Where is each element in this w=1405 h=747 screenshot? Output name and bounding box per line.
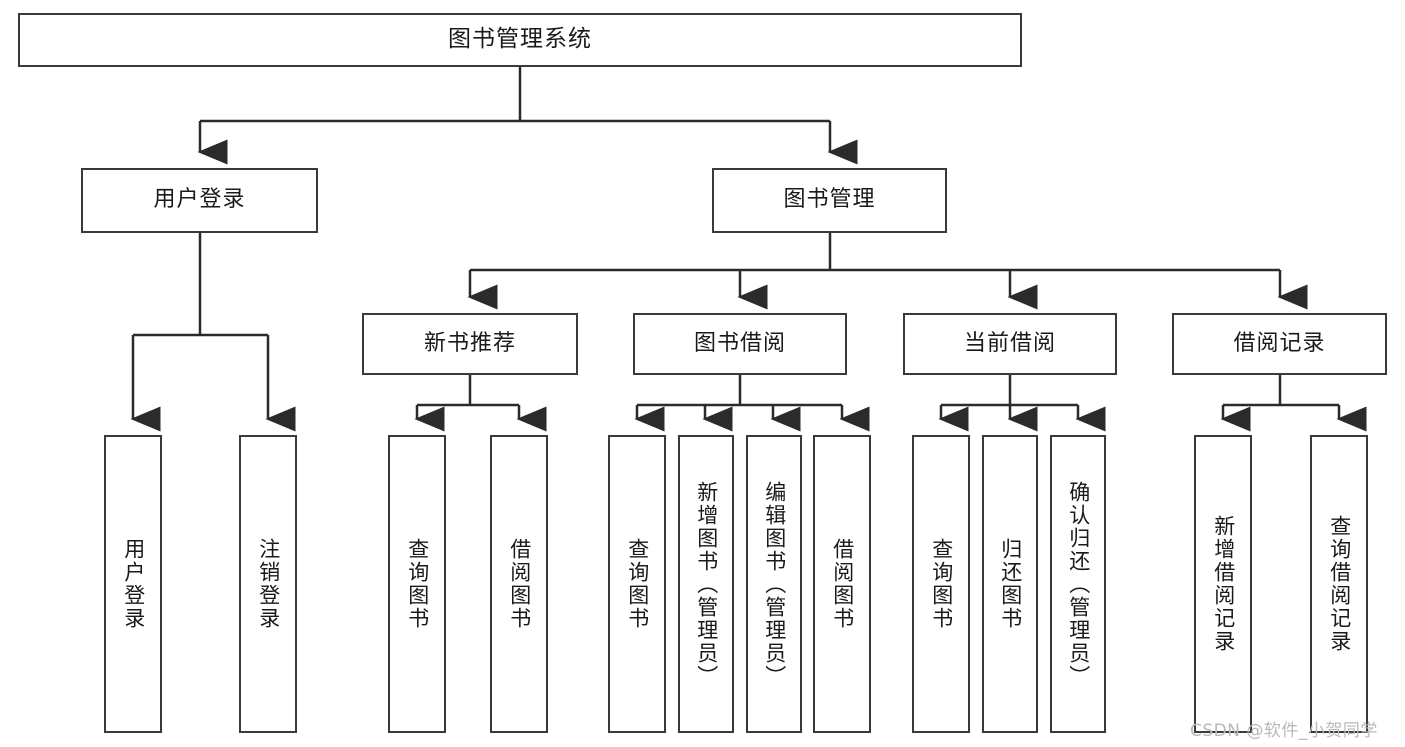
leaf-current-query-book-label: 查询图书 [929, 538, 954, 630]
leaf-current-query-book[interactable]: 查询图书 [912, 435, 970, 733]
leaf-borrow-add-book[interactable]: 新增图书（管理员） [678, 435, 734, 733]
leaf-user-login[interactable]: 用户登录 [104, 435, 162, 733]
leaf-borrow-query-book[interactable]: 查询图书 [608, 435, 666, 733]
leaf-user-logout-label: 注销登录 [256, 538, 281, 630]
node-book-management[interactable]: 图书管理 [712, 168, 947, 233]
leaf-current-return-book-label: 归还图书 [998, 538, 1023, 630]
leaf-borrow-query-book-label: 查询图书 [625, 538, 650, 630]
leaf-user-login-label: 用户登录 [121, 538, 146, 630]
leaf-record-add-record-label: 新增借阅记录 [1211, 515, 1236, 653]
node-book-borrow[interactable]: 图书借阅 [633, 313, 847, 375]
leaf-borrow-edit-book[interactable]: 编辑图书（管理员） [746, 435, 802, 733]
node-borrow-record-label: 借阅记录 [1233, 330, 1326, 356]
leaf-newbook-borrow-book-label: 借阅图书 [507, 538, 532, 630]
node-root[interactable]: 图书管理系统 [18, 13, 1022, 67]
leaf-newbook-query-book-label: 查询图书 [405, 538, 430, 630]
leaf-newbook-borrow-book[interactable]: 借阅图书 [490, 435, 548, 733]
leaf-record-query-record[interactable]: 查询借阅记录 [1310, 435, 1368, 733]
leaf-current-confirm-return[interactable]: 确认归还（管理员） [1050, 435, 1106, 733]
node-user-login-label: 用户登录 [153, 187, 246, 213]
leaf-borrow-add-book-label: 新增图书（管理员） [694, 480, 719, 688]
node-user-login[interactable]: 用户登录 [81, 168, 318, 233]
node-current-borrow-label: 当前借阅 [963, 330, 1056, 356]
leaf-record-query-record-label: 查询借阅记录 [1327, 515, 1352, 653]
node-new-book-recommend-label: 新书推荐 [423, 330, 516, 356]
leaf-newbook-query-book[interactable]: 查询图书 [388, 435, 446, 733]
csdn-watermark: CSDN @软件_小贺同学 [1190, 721, 1378, 741]
node-book-borrow-label: 图书借阅 [693, 330, 786, 356]
node-borrow-record[interactable]: 借阅记录 [1172, 313, 1387, 375]
leaf-borrow-borrow-book[interactable]: 借阅图书 [813, 435, 871, 733]
node-root-label: 图书管理系统 [448, 26, 592, 53]
leaf-borrow-edit-book-label: 编辑图书（管理员） [762, 480, 787, 688]
leaf-borrow-borrow-book-label: 借阅图书 [830, 538, 855, 630]
leaf-user-logout[interactable]: 注销登录 [239, 435, 297, 733]
leaf-current-return-book[interactable]: 归还图书 [982, 435, 1038, 733]
node-new-book-recommend[interactable]: 新书推荐 [362, 313, 578, 375]
leaf-current-confirm-return-label: 确认归还（管理员） [1066, 480, 1091, 688]
leaf-record-add-record[interactable]: 新增借阅记录 [1194, 435, 1252, 733]
node-book-management-label: 图书管理 [783, 187, 876, 213]
node-current-borrow[interactable]: 当前借阅 [903, 313, 1117, 375]
